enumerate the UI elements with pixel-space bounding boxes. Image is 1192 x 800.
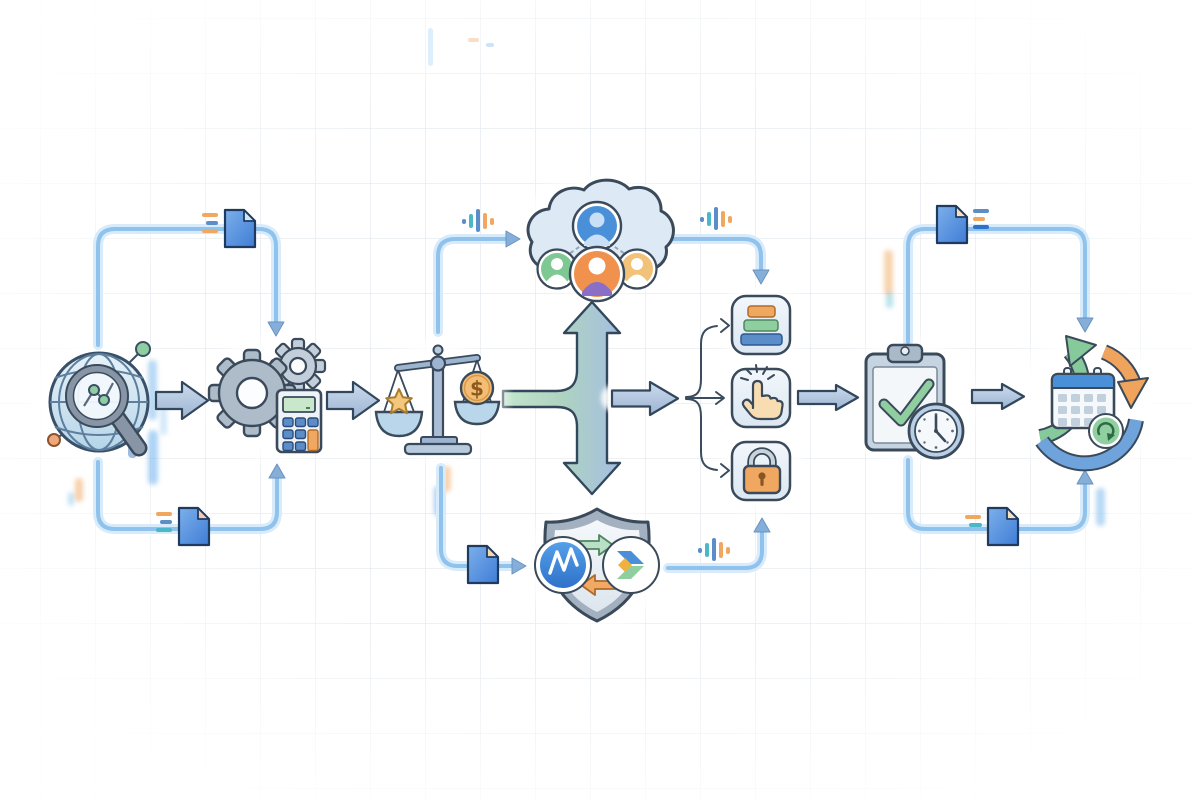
signal-bars-icon bbox=[700, 207, 732, 230]
calculator-screen bbox=[282, 396, 316, 413]
path-cloud-options bbox=[666, 237, 763, 272]
speed-lines bbox=[965, 515, 982, 527]
path-arrowheads bbox=[267, 230, 1094, 575]
top-decoration bbox=[428, 28, 494, 66]
dollar-coin-icon: $ bbox=[459, 370, 495, 406]
node-setup-icon bbox=[207, 337, 327, 454]
signal-bars-icon bbox=[462, 209, 494, 232]
branch-arrow bbox=[488, 300, 680, 496]
arrow-approval-schedule bbox=[970, 382, 1026, 411]
calendar-cells bbox=[1058, 394, 1106, 426]
path-approval-schedule-top bbox=[906, 227, 1087, 344]
fan-arrows bbox=[685, 318, 730, 478]
path-shield-lock bbox=[666, 530, 764, 570]
bar-orange bbox=[747, 305, 776, 318]
recycle-arrows bbox=[1035, 335, 1149, 472]
node-secure-sync-icon bbox=[534, 507, 660, 623]
platform-logo-blue bbox=[534, 536, 592, 594]
arrow-research-setup bbox=[154, 380, 210, 421]
avatar-blue bbox=[571, 200, 623, 252]
path-evaluation-shield bbox=[439, 466, 514, 568]
platform-logo-arrow bbox=[602, 536, 660, 594]
arrow-options-approval bbox=[796, 383, 860, 412]
signal-bars-icons bbox=[462, 207, 732, 561]
node-evaluation-icon: $ bbox=[374, 344, 501, 456]
refresh-badge-icon bbox=[1088, 413, 1124, 449]
avatar-yellow bbox=[616, 248, 658, 290]
document-icon bbox=[466, 544, 500, 585]
document-icon bbox=[156, 506, 211, 547]
hand-cursor-icon bbox=[741, 379, 784, 421]
orange-pin-icon bbox=[47, 433, 61, 447]
right-pan bbox=[453, 400, 501, 426]
node-option-click-icon bbox=[730, 364, 792, 429]
node-approval-icon bbox=[864, 343, 965, 460]
node-option-lock-icon bbox=[730, 440, 792, 502]
node-option-layers-icon bbox=[730, 294, 792, 356]
document-icon bbox=[935, 204, 989, 245]
bar-green bbox=[743, 319, 779, 332]
trend-line bbox=[83, 382, 114, 407]
document-icon bbox=[202, 208, 257, 249]
calculator-buttons bbox=[282, 417, 319, 452]
node-research-icon bbox=[47, 341, 151, 457]
click-rays bbox=[740, 364, 775, 381]
node-schedule-icon bbox=[1035, 335, 1149, 472]
branch-right-arrow bbox=[610, 380, 680, 417]
arrow-setup-evaluation bbox=[325, 380, 381, 421]
calendar-icon bbox=[1050, 367, 1124, 449]
clock-icon bbox=[907, 402, 965, 460]
calculator-icon bbox=[275, 388, 323, 454]
avatar-green bbox=[536, 248, 578, 290]
path-evaluation-cloud bbox=[436, 237, 508, 334]
path-research-setup-top bbox=[96, 227, 278, 347]
green-pin-icon bbox=[135, 341, 151, 357]
star-icon bbox=[385, 388, 413, 415]
document-icon bbox=[965, 506, 1020, 547]
node-cloud-team-icon bbox=[526, 178, 675, 303]
dollar-symbol: $ bbox=[470, 377, 484, 401]
main-arrows bbox=[154, 380, 1026, 421]
document-icons bbox=[156, 204, 1020, 585]
calculator-orange-button bbox=[307, 429, 319, 452]
magnifier-icon bbox=[65, 364, 148, 457]
speed-lines bbox=[973, 209, 989, 229]
big-gear-icon bbox=[207, 348, 297, 438]
left-pan bbox=[374, 410, 424, 438]
bar-blue bbox=[740, 333, 783, 346]
avatar-orange-purple bbox=[568, 245, 626, 303]
speed-lines bbox=[156, 512, 172, 532]
signal-bars-icon bbox=[698, 538, 730, 561]
speed-lines bbox=[202, 213, 218, 233]
